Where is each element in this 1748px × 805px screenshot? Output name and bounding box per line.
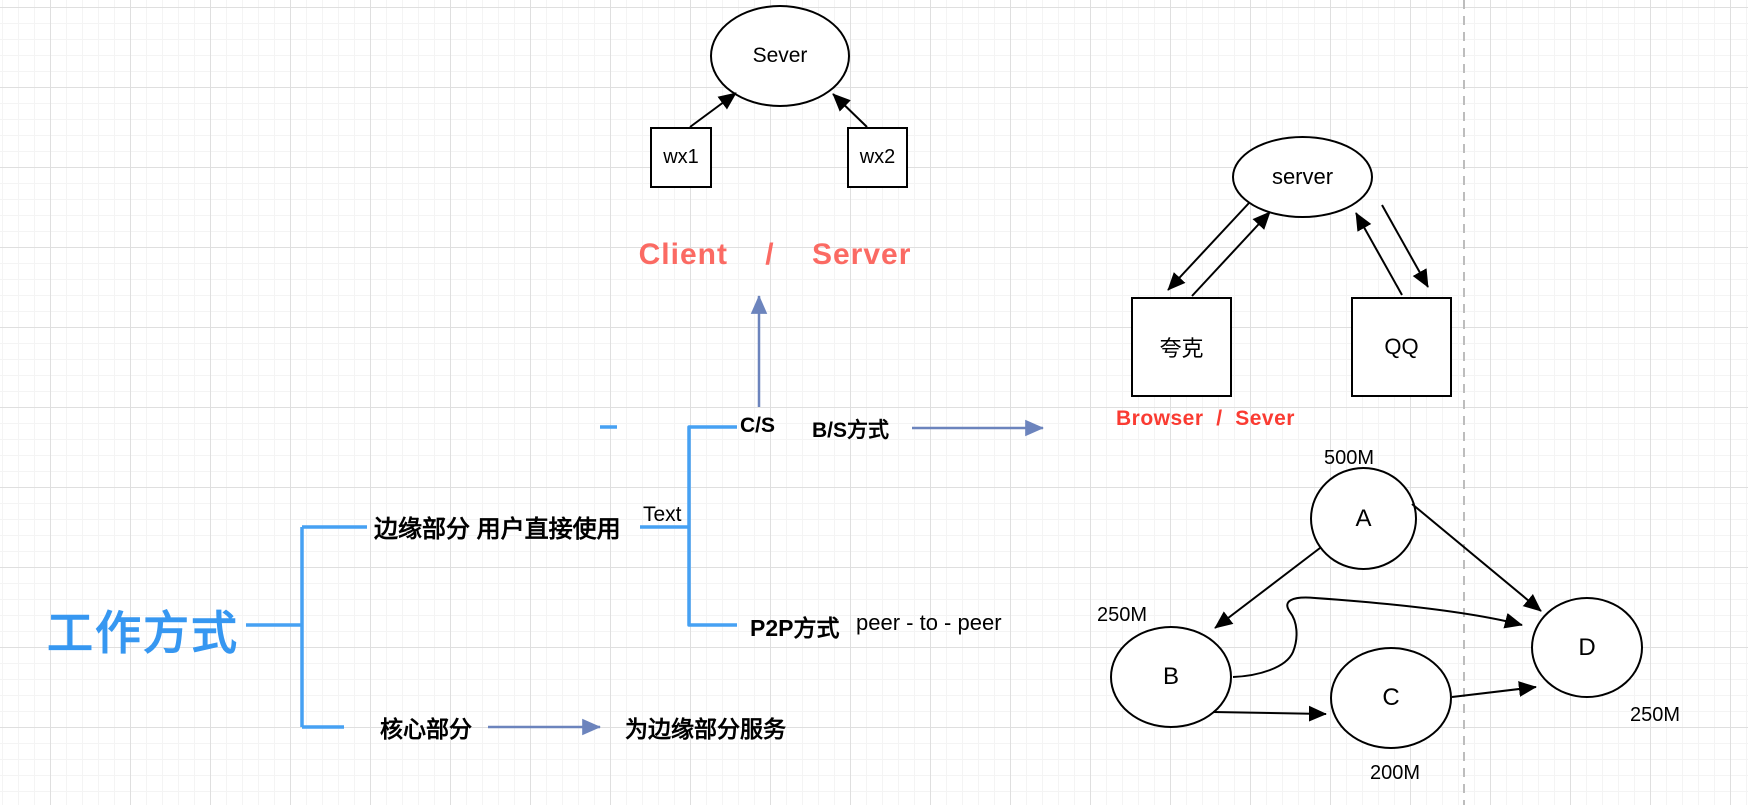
- node-server-ellipse[interactable]: server: [1232, 136, 1373, 218]
- bandwidth-a[interactable]: 500M: [1324, 447, 1375, 469]
- p2p-node-c-label: C: [1382, 684, 1400, 711]
- node-wx1-label: wx1: [663, 146, 699, 168]
- p2p-node-b-label: B: [1162, 663, 1179, 690]
- edge-server-to-qq[interactable]: [1381, 204, 1429, 288]
- cs-mode-label[interactable]: C/S: [740, 414, 776, 437]
- node-qq-label: QQ: [1384, 334, 1419, 359]
- bandwidth-d[interactable]: 250M: [1630, 704, 1681, 726]
- mindmap-root-title[interactable]: 工作方式: [47, 607, 239, 659]
- node-kuake[interactable]: 夸克: [1131, 297, 1232, 397]
- mindmap-bracket[interactable]: [246, 525, 367, 729]
- core-note-label[interactable]: 为边缘部分服务: [625, 716, 786, 742]
- edge-a-to-b[interactable]: [1214, 547, 1321, 629]
- client-server-caption[interactable]: Client / Server: [638, 238, 912, 271]
- node-wx2-label: wx2: [859, 146, 896, 168]
- edge-kuake-to-server[interactable]: [1191, 211, 1271, 297]
- node-sever-label: Sever: [752, 44, 808, 67]
- edge-a-to-d[interactable]: [1411, 503, 1542, 612]
- node-wx2[interactable]: wx2: [847, 127, 908, 188]
- p2p-node-a-label: A: [1355, 504, 1372, 532]
- bandwidth-b[interactable]: 250M: [1097, 604, 1148, 626]
- edge-server-to-kuake[interactable]: [1167, 202, 1250, 291]
- node-sever-ellipse[interactable]: Sever: [710, 5, 850, 107]
- edge-b-to-c[interactable]: [1212, 705, 1327, 722]
- bandwidth-c[interactable]: 200M: [1370, 762, 1421, 784]
- branch-core-label[interactable]: 核心部分: [380, 716, 472, 742]
- connector-text-label[interactable]: Text: [643, 503, 682, 526]
- browser-sever-caption[interactable]: Browser / Sever: [1116, 407, 1295, 430]
- node-kuake-label: 夸克: [1159, 336, 1204, 361]
- p2p-mode-label[interactable]: P2P方式: [750, 615, 840, 641]
- node-qq[interactable]: QQ: [1351, 297, 1452, 397]
- p2p-node-d[interactable]: D: [1531, 597, 1643, 698]
- edge-qq-to-server[interactable]: [1355, 212, 1403, 296]
- p2p-node-a[interactable]: A: [1310, 467, 1417, 570]
- edge-c-to-d[interactable]: [1451, 681, 1537, 698]
- p2p-node-d-label: D: [1578, 633, 1596, 661]
- node-wx1[interactable]: wx1: [650, 127, 712, 188]
- branch-edge-label[interactable]: 边缘部分 用户直接使用: [374, 516, 621, 543]
- p2p-node-c[interactable]: C: [1330, 647, 1452, 749]
- node-server-label: server: [1271, 164, 1334, 189]
- p2p-node-b[interactable]: B: [1110, 626, 1232, 728]
- edge-wx2-to-sever[interactable]: [832, 93, 868, 128]
- peer-to-peer-note[interactable]: peer - to - peer: [856, 610, 1002, 635]
- edge-wx1-to-sever[interactable]: [689, 92, 737, 128]
- bs-mode-label[interactable]: B/S方式: [812, 419, 890, 442]
